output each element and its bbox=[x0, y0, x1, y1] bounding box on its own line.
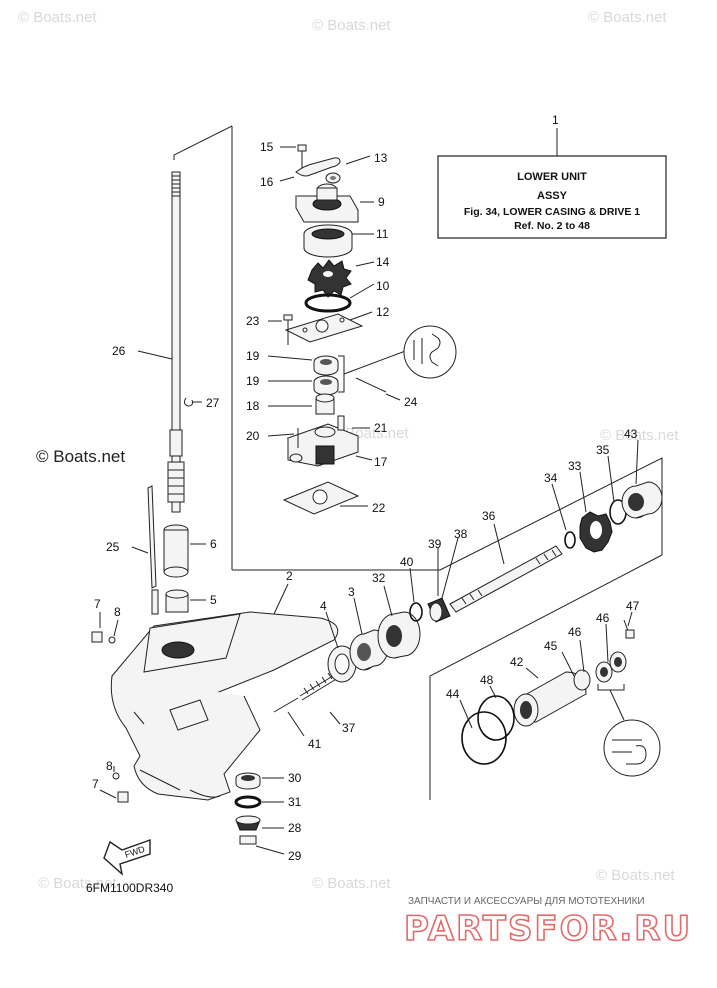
detail-callout-top bbox=[403, 325, 457, 379]
info-box-line2: ASSY bbox=[537, 190, 568, 202]
watermarks: © Boats.net © Boats.net © Boats.net © Bo… bbox=[18, 9, 679, 892]
label-5: 5 bbox=[210, 593, 217, 607]
label-36: 36 bbox=[482, 509, 496, 523]
watermark-right: © Boats.net bbox=[600, 427, 679, 444]
label-10: 10 bbox=[376, 279, 390, 293]
label-14: 14 bbox=[376, 255, 390, 269]
label-23: 23 bbox=[246, 314, 260, 328]
label-13: 13 bbox=[374, 151, 388, 165]
watermark-top-right: © Boats.net bbox=[588, 9, 667, 26]
label-27: 27 bbox=[206, 396, 220, 410]
label-18: 18 bbox=[246, 399, 260, 413]
label-47: 47 bbox=[626, 599, 640, 613]
drive-shaft-group bbox=[91, 171, 193, 803]
watermark-bottom-right: © Boats.net bbox=[596, 867, 675, 884]
label-30: 30 bbox=[288, 771, 302, 785]
bearing-stack bbox=[234, 772, 262, 845]
watermark-bottom-center: © Boats.net bbox=[312, 875, 391, 892]
shop-branding: ЗАПЧАСТИ И АКСЕССУАРЫ ДЛЯ МОТОТЕХНИКИ PA… bbox=[403, 896, 692, 950]
label-22: 22 bbox=[372, 501, 386, 515]
label-7-lower: 7 bbox=[92, 777, 99, 791]
label-41: 41 bbox=[308, 737, 322, 751]
water-pump-stack bbox=[282, 144, 409, 515]
fwd-arrow: FWD bbox=[103, 839, 151, 876]
label-2: 2 bbox=[286, 569, 293, 583]
label-26: 26 bbox=[112, 344, 126, 358]
label-11: 11 bbox=[376, 227, 389, 241]
label-34: 34 bbox=[544, 471, 558, 485]
info-box-line1: LOWER UNIT bbox=[517, 171, 587, 183]
label-21: 21 bbox=[374, 421, 388, 435]
propeller-shaft-group bbox=[327, 481, 663, 765]
label-17: 17 bbox=[374, 455, 388, 469]
label-7-upper: 7 bbox=[94, 597, 101, 611]
label-12: 12 bbox=[376, 305, 390, 319]
label-44: 44 bbox=[446, 687, 460, 701]
leader-lines bbox=[99, 146, 639, 855]
label-4: 4 bbox=[320, 599, 327, 613]
label-24: 24 bbox=[404, 395, 418, 409]
label-38: 38 bbox=[454, 527, 468, 541]
shop-tagline: ЗАПЧАСТИ И АКСЕССУАРЫ ДЛЯ МОТОТЕХНИКИ bbox=[408, 896, 645, 907]
label-32: 32 bbox=[372, 571, 386, 585]
label-25: 25 bbox=[106, 540, 120, 554]
label-28: 28 bbox=[288, 821, 302, 835]
label-20: 20 bbox=[246, 429, 260, 443]
part-labels: 15 16 13 9 11 14 10 12 23 19 19 18 20 21… bbox=[92, 140, 640, 863]
label-43: 43 bbox=[624, 427, 638, 441]
diagram-code: 6FM1100DR340 bbox=[86, 881, 173, 895]
watermark-side-label: © Boats.net bbox=[36, 447, 125, 466]
spring-and-rod bbox=[273, 672, 339, 713]
label-33: 33 bbox=[568, 459, 582, 473]
lower-casing bbox=[110, 611, 339, 801]
label-16: 16 bbox=[260, 175, 274, 189]
label-48: 48 bbox=[480, 673, 494, 687]
detail-callout-bottom bbox=[603, 719, 661, 777]
label-42: 42 bbox=[510, 655, 524, 669]
label-37: 37 bbox=[342, 721, 356, 735]
label-15: 15 bbox=[260, 140, 274, 154]
info-box-line3: Fig. 34, LOWER CASING & DRIVE 1 bbox=[464, 206, 640, 218]
label-6: 6 bbox=[210, 537, 217, 551]
label-8-upper: 8 bbox=[114, 605, 121, 619]
label-35: 35 bbox=[596, 443, 610, 457]
watermark-top-left: © Boats.net bbox=[18, 9, 97, 26]
label-8-lower: 8 bbox=[106, 759, 113, 773]
label-40: 40 bbox=[400, 555, 414, 569]
label-3: 3 bbox=[348, 585, 355, 599]
label-46-right: 46 bbox=[596, 611, 610, 625]
label-31: 31 bbox=[288, 795, 302, 809]
label-29: 29 bbox=[288, 849, 302, 863]
label-19-lower: 19 bbox=[246, 374, 260, 388]
info-box: 1 LOWER UNIT ASSY Fig. 34, LOWER CASING … bbox=[437, 113, 667, 239]
label-45: 45 bbox=[544, 639, 558, 653]
label-1: 1 bbox=[552, 113, 559, 127]
group-frame bbox=[173, 125, 663, 800]
info-box-line4: Ref. No. 2 to 48 bbox=[514, 220, 590, 232]
shop-brand-logo: PARTSFOR.RU bbox=[404, 909, 692, 949]
label-19-upper: 19 bbox=[246, 349, 260, 363]
watermark-bottom-left: © Boats.net bbox=[38, 875, 117, 892]
label-9: 9 bbox=[378, 195, 385, 209]
watermark-top-center: © Boats.net bbox=[312, 17, 391, 34]
label-39: 39 bbox=[428, 537, 442, 551]
label-46-left: 46 bbox=[568, 625, 582, 639]
